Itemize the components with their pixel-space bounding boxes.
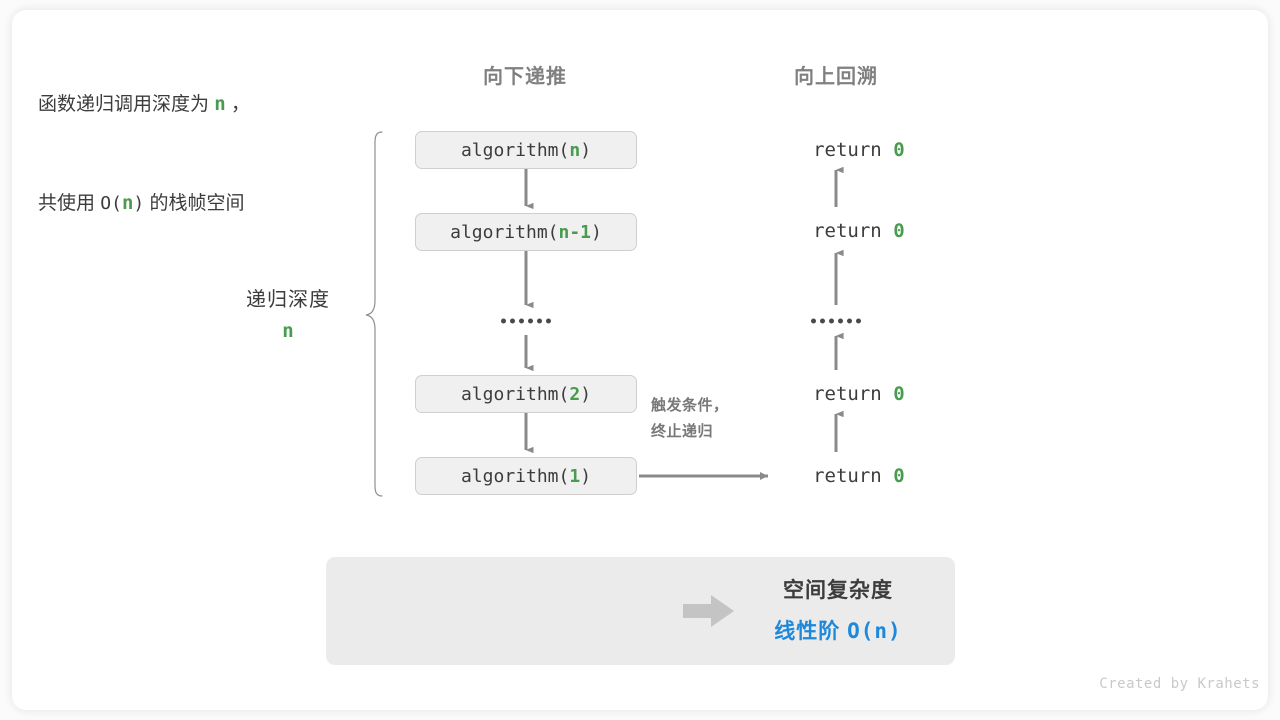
right-arrow-icon (683, 595, 734, 627)
summary-line-2-suffix: 的栈帧空间 (144, 193, 245, 214)
base-case-note: 触发条件， 终止递归 (651, 393, 729, 445)
return-value: 0 (893, 220, 905, 242)
call-box-n[interactable]: algorithm(n) (415, 131, 637, 169)
base-case-note-line2: 终止递归 (651, 423, 714, 440)
summary-line-2-bigo: O( (100, 193, 122, 214)
call-box-arg: n (569, 139, 581, 161)
call-box-close: ) (580, 139, 592, 161)
recursion-depth-text: 递归深度 (246, 289, 330, 311)
return-label-2: return 0 (767, 198, 905, 264)
summary-line-2: 共使用 O(n) 的栈帧空间 (38, 187, 250, 220)
call-box-2[interactable]: algorithm(2) (415, 375, 637, 413)
call-box-n-minus-1[interactable]: algorithm(n-1) (415, 213, 637, 251)
recursion-depth-label: 递归深度 n (246, 283, 330, 342)
return-label-1: return 0 (767, 117, 905, 183)
call-box-arg: 1 (569, 465, 581, 487)
call-box-close: ) (580, 383, 592, 405)
call-box-1[interactable]: algorithm(1) (415, 457, 637, 495)
call-box-name: algorithm( (460, 465, 570, 487)
base-case-note-line1: 触发条件， (651, 397, 729, 414)
depth-brace-icon (365, 131, 383, 497)
return-text: return (813, 383, 894, 405)
return-label-3: return 0 (767, 361, 905, 427)
summary-line-2-prefix: 共使用 (38, 193, 101, 214)
return-value: 0 (893, 465, 905, 487)
column-header-downward: 向下递推 (483, 66, 567, 88)
return-value: 0 (893, 139, 905, 161)
call-box-arg: n-1 (558, 221, 592, 243)
complexity-order-label: 线性阶 (774, 620, 848, 643)
summary-conclusion-value: 线性阶 O(n) (774, 615, 901, 645)
call-box-name: algorithm( (450, 221, 559, 243)
summary-line-2-var: n (121, 192, 134, 214)
footer-credit: Created by Krahets (1099, 676, 1260, 692)
return-label-4: return 0 (767, 443, 905, 509)
summary-line-1-prefix: 函数递归调用深度为 (38, 94, 215, 115)
return-value: 0 (893, 383, 905, 405)
summary-line-2-close: ) (133, 193, 145, 214)
complexity-expression: O(n) (847, 619, 902, 643)
call-box-close: ) (591, 221, 602, 243)
call-box-close: ) (580, 465, 592, 487)
summary-line-1-var: n (214, 93, 226, 115)
summary-line-1-suffix: ， (225, 94, 251, 115)
ellipsis-calls (501, 318, 551, 324)
return-text: return (813, 465, 894, 487)
summary-line-1: 函数递归调用深度为 n ， (38, 88, 250, 121)
ellipsis-returns (811, 318, 861, 324)
call-box-arg: 2 (569, 383, 581, 405)
summary-conclusion-title: 空间复杂度 (782, 579, 893, 602)
return-text: return (813, 139, 894, 161)
return-text: return (813, 220, 894, 242)
call-box-name: algorithm( (460, 139, 570, 161)
summary-panel (326, 557, 955, 665)
summary-conclusion: 空间复杂度 线性阶 O(n) (774, 574, 901, 645)
column-header-upward: 向上回溯 (794, 66, 878, 88)
recursion-depth-value: n (282, 320, 294, 342)
call-box-name: algorithm( (460, 383, 570, 405)
summary-description: 函数递归调用深度为 n ， 共使用 O(n) 的栈帧空间 (38, 22, 250, 286)
